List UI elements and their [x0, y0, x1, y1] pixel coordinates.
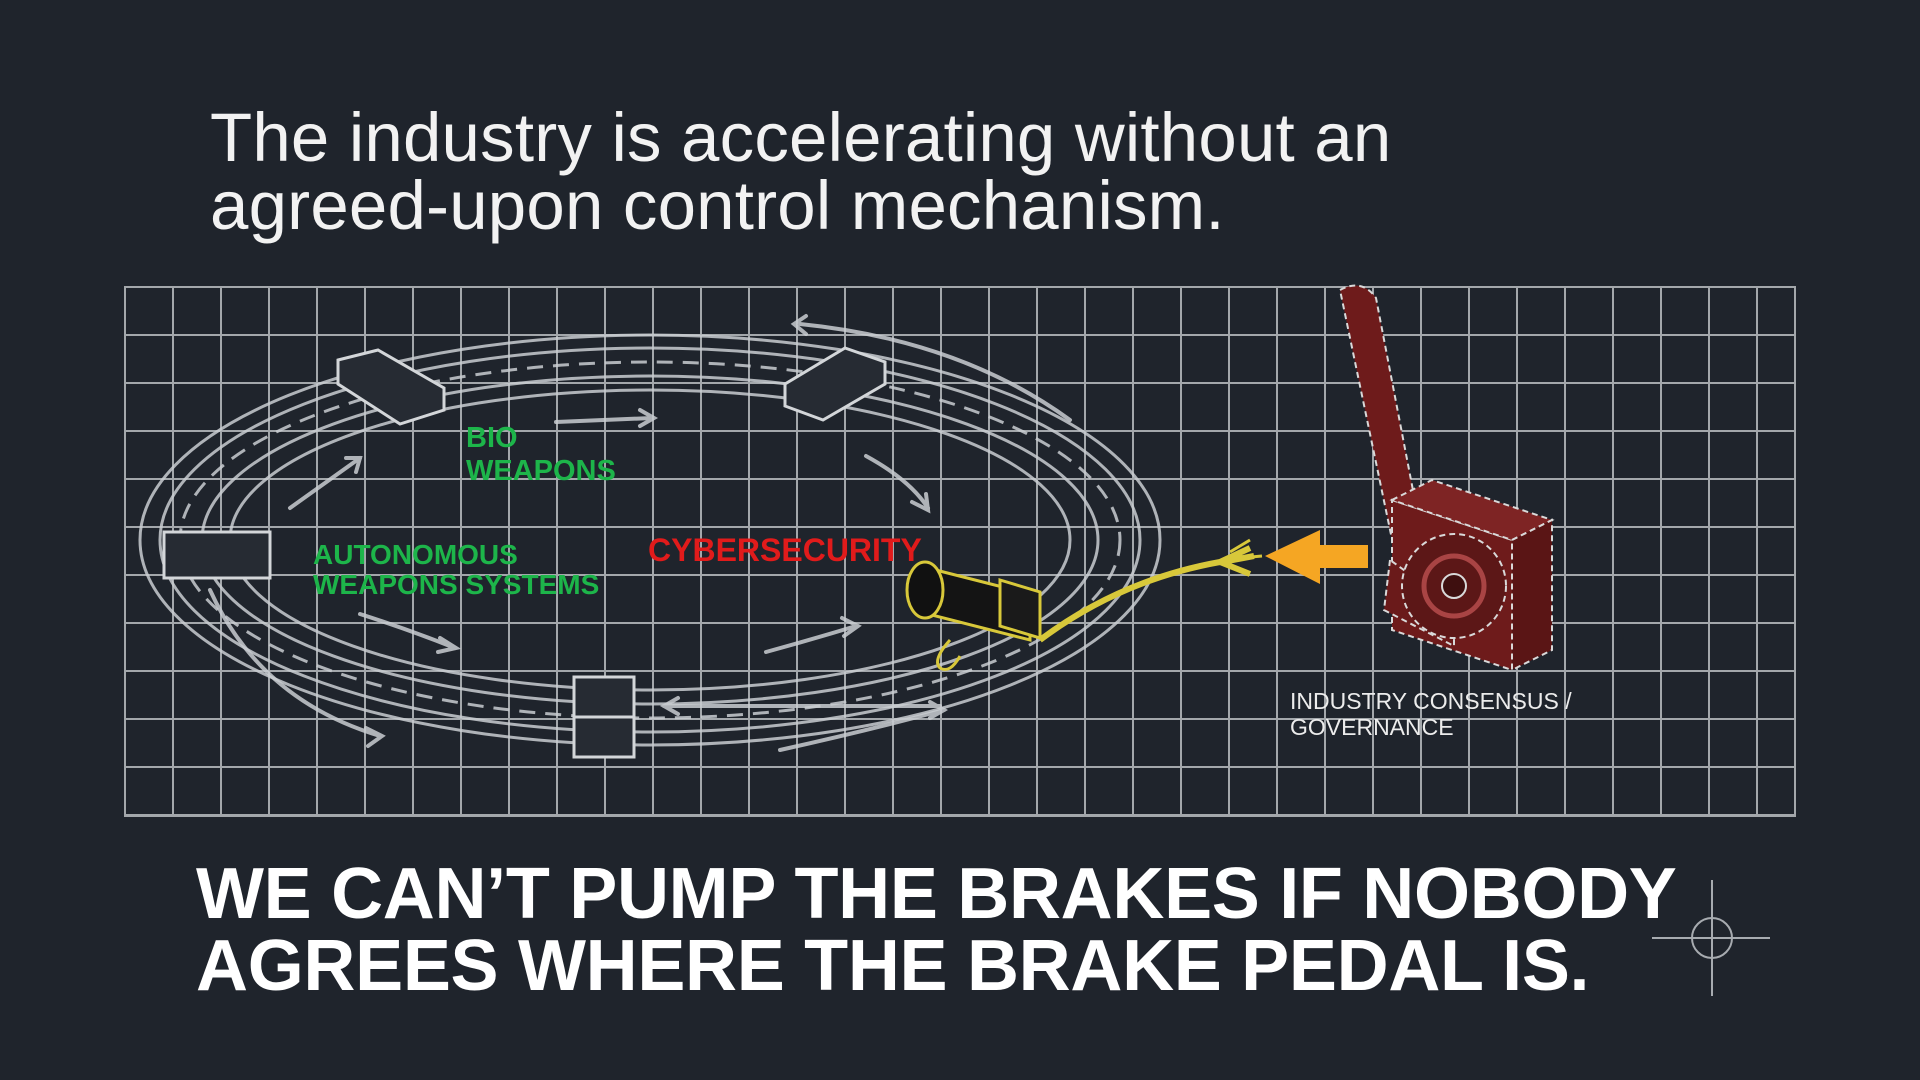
label-autonomous-weapons: AUTONOMOUS WEAPONS SYSTEMS — [313, 540, 599, 600]
crosshair-icon — [1652, 880, 1770, 996]
headline-line-2: agreed-upon control mechanism. — [210, 167, 1225, 244]
slide-footer-callout: WE CAN’T PUMP THE BRAKES IF NOBODY AGREE… — [196, 858, 1796, 1002]
footer-line-2: AGREES WHERE THE BRAKE PEDAL IS. — [196, 926, 1590, 1006]
label-autonomous-line-2: WEAPONS SYSTEMS — [313, 569, 600, 600]
orange-arrow-icon — [1265, 530, 1368, 584]
track-blocks — [162, 346, 887, 759]
label-governance-line-1: INDUSTRY CONSENSUS / — [1290, 688, 1572, 714]
brake-lever-icon — [1338, 284, 1555, 672]
headline-line-1: The industry is accelerating without an — [210, 99, 1392, 176]
label-bio-weapons: BIO WEAPONS — [466, 422, 616, 488]
label-industry-governance: INDUSTRY CONSENSUS / GOVERNANCE — [1290, 688, 1572, 740]
flow-arrows — [208, 314, 1072, 752]
label-autonomous-line-1: AUTONOMOUS — [313, 539, 518, 570]
label-bio-line-2: WEAPONS — [466, 455, 616, 487]
label-cybersecurity-text: CYBERSECURITY — [648, 532, 922, 568]
footer-line-1: WE CAN’T PUMP THE BRAKES IF NOBODY — [196, 854, 1677, 934]
label-bio-line-1: BIO — [466, 422, 518, 454]
label-governance-line-2: GOVERNANCE — [1290, 714, 1454, 740]
slide-headline: The industry is accelerating without an … — [210, 99, 1710, 244]
cable-connector-icon — [905, 538, 1263, 671]
label-cybersecurity: CYBERSECURITY — [648, 533, 922, 567]
